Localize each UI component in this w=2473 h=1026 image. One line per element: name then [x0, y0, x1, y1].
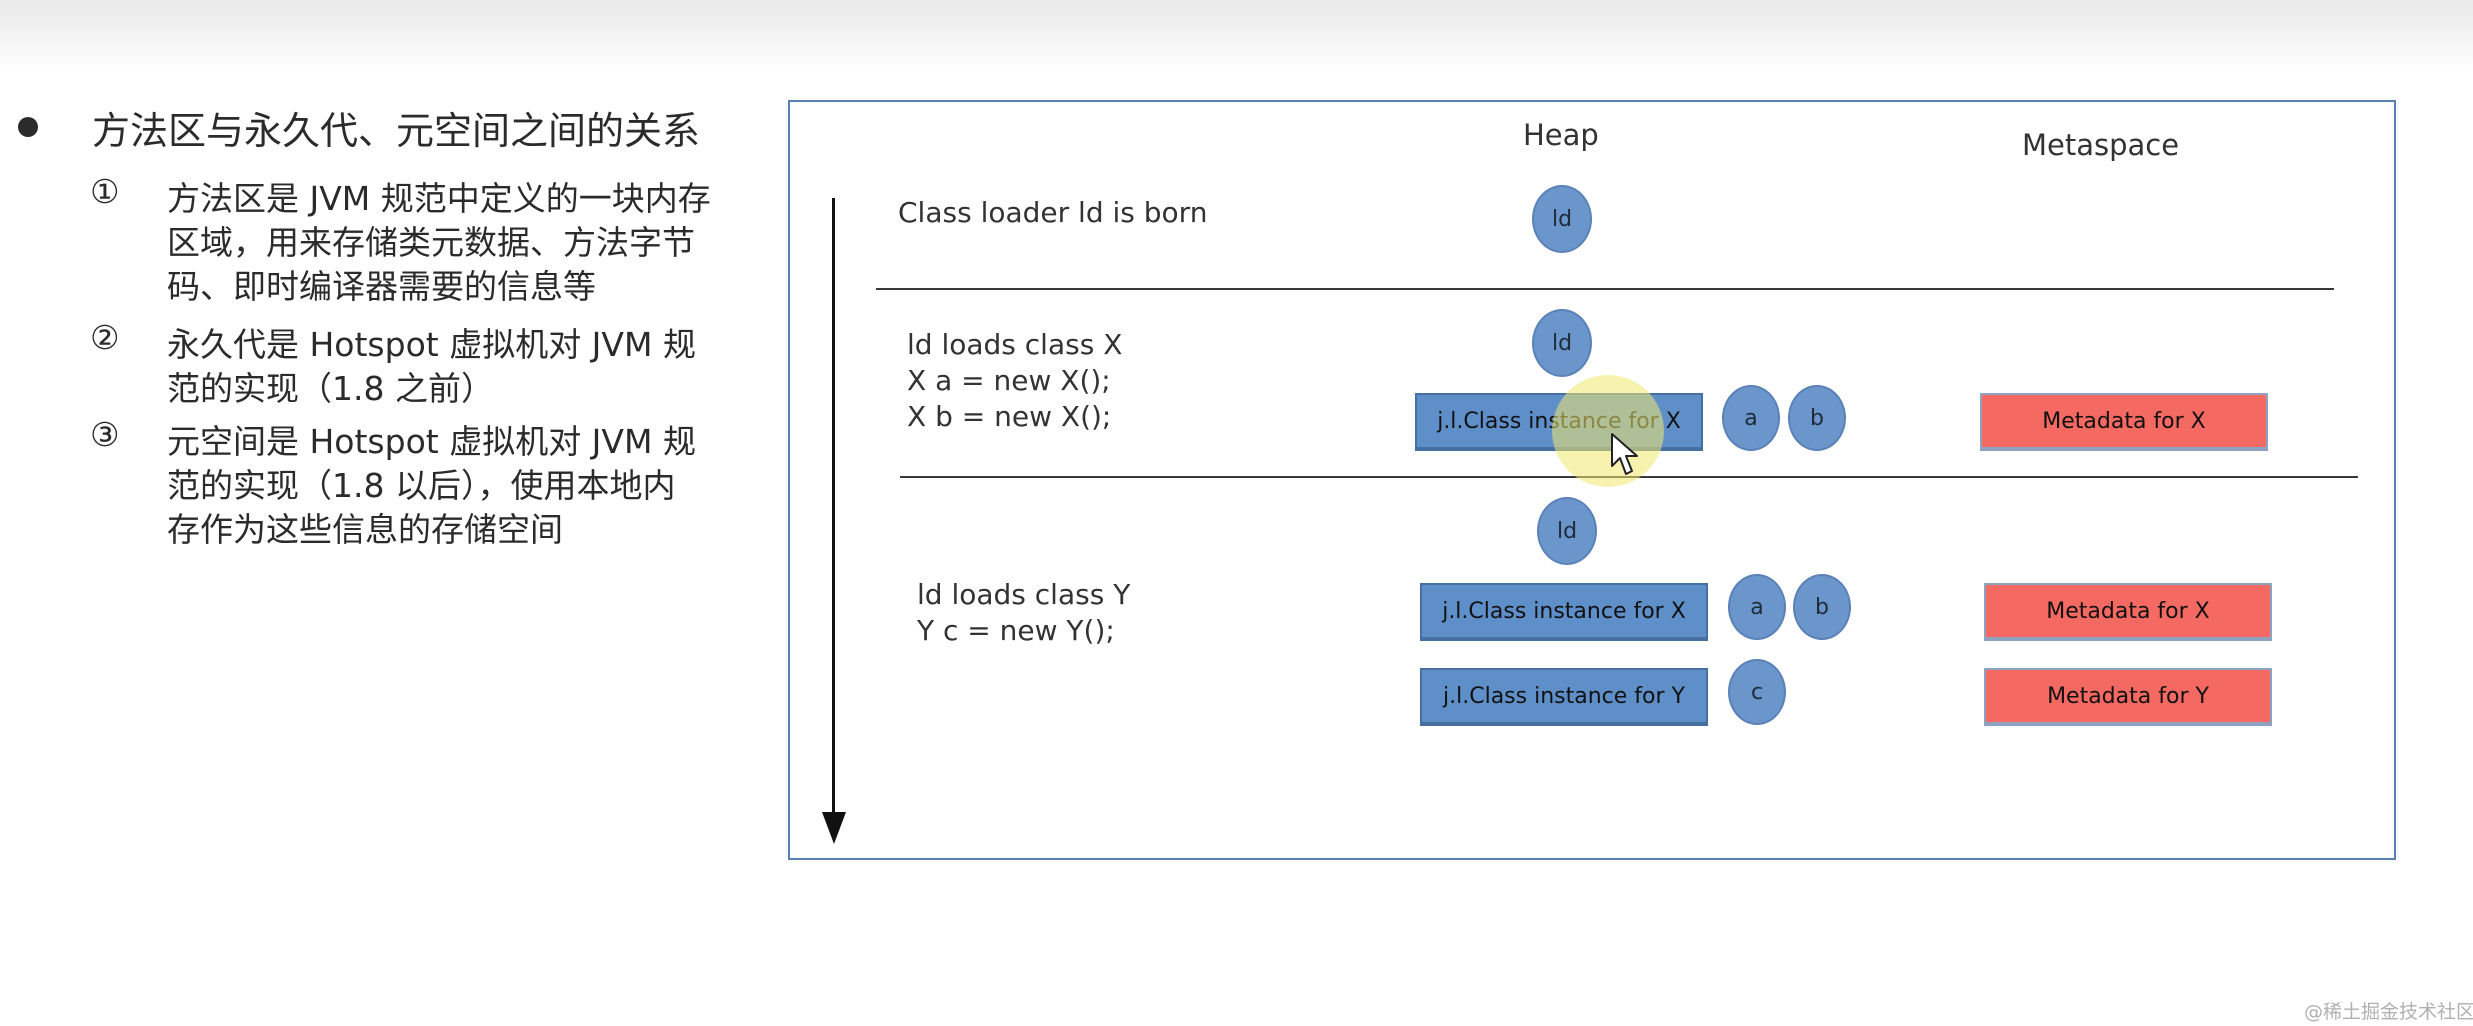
timeline-arrow-head: [822, 812, 846, 844]
watermark: @稀土掘金技术社区: [2304, 1001, 2473, 1023]
object-oval-b-2: b: [1793, 574, 1851, 640]
item-1-number: ①: [90, 172, 120, 211]
class-instance-x-box-2: j.l.Class instance for X: [1420, 583, 1708, 641]
object-oval-a-2: a: [1728, 574, 1786, 640]
diagram-frame: [788, 100, 2396, 860]
loader-oval-2: ld: [1532, 309, 1592, 377]
section-2-line-2: X a = new X();: [907, 364, 1111, 397]
heap-header: Heap: [1523, 118, 1599, 152]
object-oval-b: b: [1788, 385, 1846, 451]
mouse-pointer-icon: [1611, 433, 1638, 475]
item-3-line-3: 存作为这些信息的存储空间: [167, 510, 563, 549]
metadata-y-box: Metadata for Y: [1984, 668, 2272, 726]
section-2-line-3: X b = new X();: [907, 400, 1112, 433]
section-1-label: Class loader ld is born: [898, 196, 1208, 229]
item-1-line-2: 区域，用来存储类元数据、方法字节: [167, 223, 695, 262]
object-oval-a: a: [1722, 385, 1780, 451]
metaspace-header: Metaspace: [2022, 128, 2180, 162]
loader-oval-3: ld: [1537, 497, 1597, 565]
loader-oval-1: ld: [1532, 185, 1592, 253]
section-2-line-1: ld loads class X: [907, 328, 1123, 361]
section-heading: 方法区与永久代、元空间之间的关系: [92, 109, 701, 153]
object-oval-c: c: [1728, 659, 1786, 725]
top-shade: [0, 0, 2473, 70]
section-3-line-1: ld loads class Y: [917, 578, 1131, 611]
bullet-dot: [18, 117, 38, 137]
item-2-number: ②: [90, 318, 120, 357]
section-divider-1: [876, 288, 2334, 290]
section-3-line-2: Y c = new Y();: [917, 614, 1115, 647]
item-1-line-3: 码、即时编译器需要的信息等: [167, 267, 596, 306]
item-2-line-2: 范的实现（1.8 之前）: [167, 369, 494, 408]
item-3-number: ③: [90, 415, 120, 454]
item-3-line-2: 范的实现（1.8 以后），使用本地内: [167, 466, 676, 505]
metadata-x-box: Metadata for X: [1980, 393, 2268, 451]
item-3-line-1: 元空间是 Hotspot 虚拟机对 JVM 规: [167, 422, 696, 461]
item-2-line-1: 永久代是 Hotspot 虚拟机对 JVM 规: [167, 325, 696, 364]
cursor-highlight: [1552, 375, 1664, 487]
metadata-x-box-2: Metadata for X: [1984, 583, 2272, 641]
timeline-line: [832, 198, 835, 818]
class-instance-y-box: j.l.Class instance for Y: [1420, 668, 1708, 726]
item-1-line-1: 方法区是 JVM 规范中定义的一块内存: [167, 179, 711, 218]
